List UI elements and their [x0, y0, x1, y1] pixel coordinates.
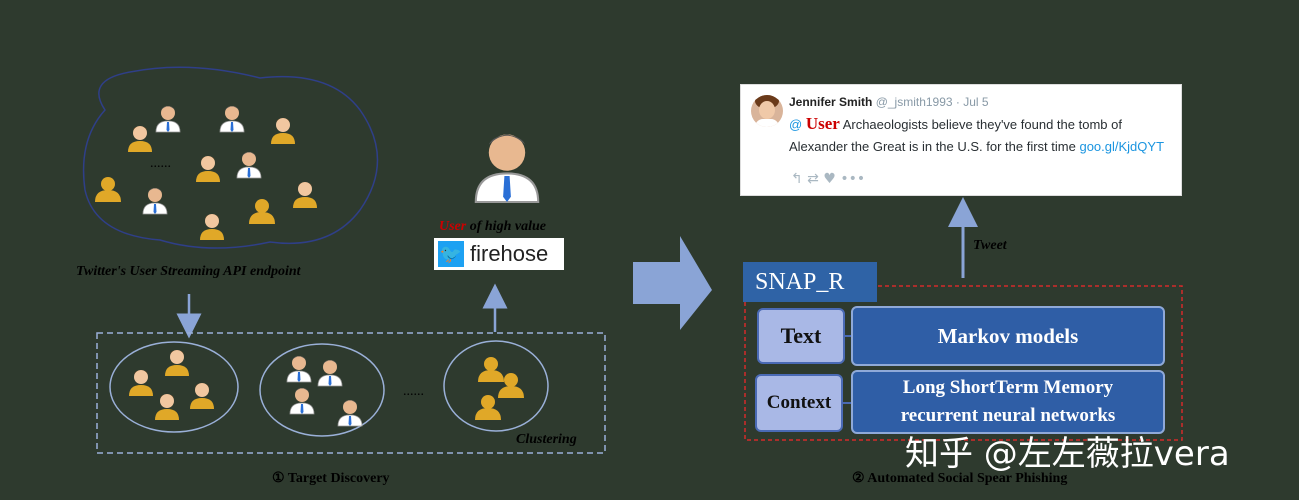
cloud-ellipsis: ......: [150, 156, 171, 171]
lstm-line1: Long ShortTerm Memory: [902, 377, 1114, 398]
tweet-text: Archaeologists believe they've found the…: [789, 117, 1122, 154]
cluster-ellipsis: ......: [403, 384, 424, 399]
twitter-bird-icon: 🐦: [438, 241, 464, 267]
tweet-actions[interactable]: ↰ ⇄ ♥ •••: [791, 171, 866, 187]
firehose-logo: 🐦 firehose: [434, 238, 564, 270]
tweet-user-placeholder: User: [805, 114, 840, 133]
high-value-user-icon: [474, 133, 540, 204]
high-value-rest: of high value: [466, 219, 546, 234]
snap-region: [744, 285, 1183, 441]
tweet-label: Tweet: [973, 238, 1007, 253]
tweet-at: @: [789, 117, 806, 132]
tweet-card: Jennifer Smith @_jsmith1993 · Jul 5 @ Us…: [740, 84, 1182, 196]
clustering-box: [96, 332, 606, 454]
firehose-text: firehose: [470, 241, 549, 266]
user-word: User: [439, 219, 467, 234]
stream-label: Twitter's User Streaming API endpoint: [76, 264, 301, 279]
cluster-3: [443, 340, 549, 432]
context-box: Context: [755, 374, 843, 432]
big-arrow: [633, 236, 712, 330]
stream-cloud: [82, 66, 379, 249]
markov-models-box: Markov models: [851, 306, 1165, 366]
cloud-users: [95, 105, 317, 240]
target-discovery-caption: ① Target Discovery: [272, 471, 390, 486]
clustering-label: Clustering: [516, 432, 577, 447]
text-box: Text: [757, 308, 845, 364]
cluster-1: [109, 341, 239, 433]
watermark: 知乎 @左左薇拉vera: [905, 434, 1230, 474]
avatar: [751, 95, 783, 127]
tweet-body: @ User Archaeologists believe they've fo…: [789, 113, 1169, 158]
tweet-author: Jennifer Smith @_jsmith1993 · Jul 5: [789, 95, 989, 109]
lstm-line2: recurrent neural networks: [900, 405, 1116, 426]
cluster-2: [259, 343, 385, 437]
tweet-link[interactable]: goo.gl/KjdQYT: [1079, 139, 1165, 154]
lstm-box: Long ShortTerm Memory recurrent neural n…: [851, 370, 1165, 434]
high-value-label: User of high value: [439, 219, 546, 235]
snap-r-header: SNAP_R: [743, 262, 877, 302]
tweet-handle: @_jsmith1993 · Jul 5: [872, 95, 989, 109]
spear-phishing-caption: ② Automated Social Spear Phishing: [852, 471, 1068, 486]
tweet-author-name[interactable]: Jennifer Smith: [789, 95, 873, 109]
